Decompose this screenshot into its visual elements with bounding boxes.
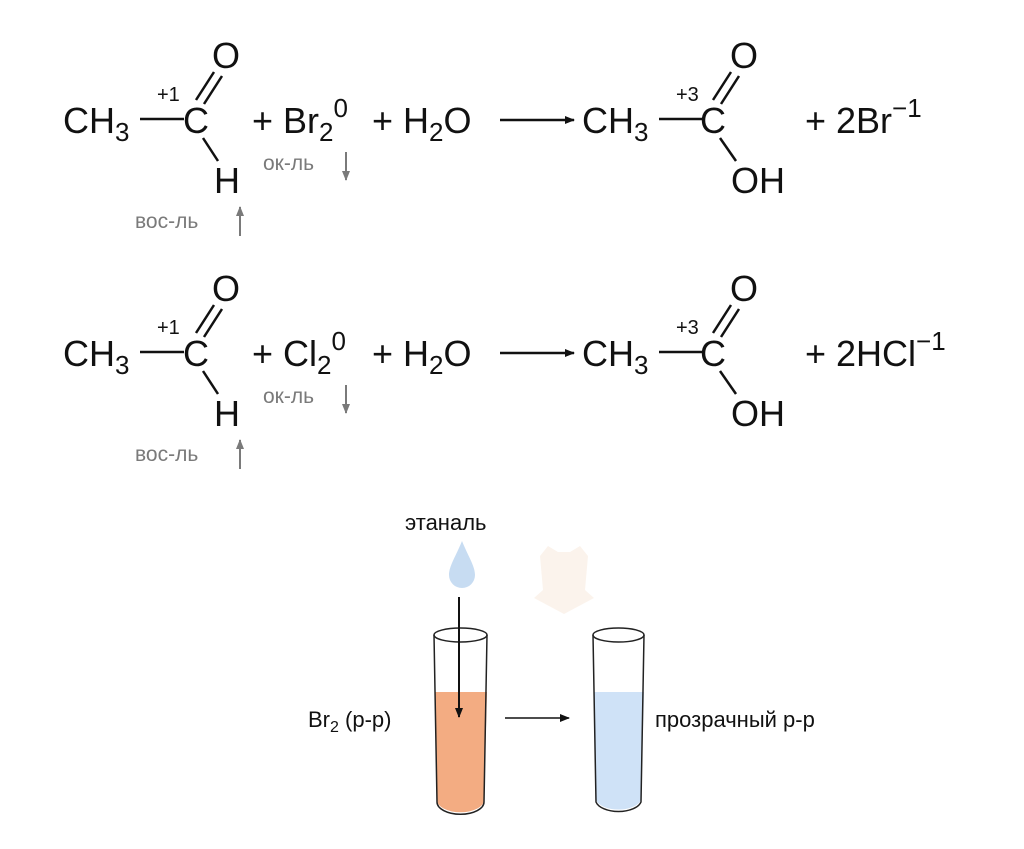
equation-2: CH3 +1 C O H вос-ль + Cl20 ок-ль + H2O C… (63, 268, 946, 469)
drop-icon (449, 541, 475, 588)
double-bond (711, 71, 733, 101)
test-tube-2-rim (592, 627, 645, 643)
oxygen-atom: O (730, 268, 758, 309)
hydrogen-atom: H (214, 393, 240, 434)
double-bond (711, 304, 733, 334)
reducer-label: вос-ль (135, 210, 198, 233)
double-bond-line (202, 308, 224, 338)
test-tube-2 (592, 634, 645, 813)
carbon-atom: C (183, 100, 209, 141)
double-bond (194, 304, 216, 334)
bromine-solution (435, 692, 487, 813)
hydroxyl: OH (731, 393, 785, 434)
carbon-atom: C (700, 333, 726, 374)
oxidation-state: +3 (676, 317, 699, 339)
byproduct: + 2HCl−1 (805, 326, 946, 374)
oxidation-state: +3 (676, 84, 699, 106)
test-tube-1-rim (433, 627, 488, 643)
double-bond-line (719, 308, 741, 338)
test-tube-1 (433, 634, 488, 815)
water: + H2O (372, 333, 472, 380)
equation-1: CH3 +1 C O H вос-ль + Br20 ок-ль + H2O C… (63, 35, 922, 236)
oxidizer-label: ок-ль (263, 152, 314, 175)
tube2-label: прозрачный р-р (655, 707, 815, 732)
byproduct: + 2Br−1 (805, 93, 922, 141)
hydrogen-atom: H (214, 160, 240, 201)
double-bond (194, 71, 216, 101)
clear-solution (594, 692, 644, 810)
acid-ch3: CH3 (582, 100, 648, 147)
carbon-atom: C (183, 333, 209, 374)
double-bond-line (202, 75, 224, 105)
experiment: этаналь Br2 (р-р) прозрачный р-р (308, 510, 815, 815)
oxygen-atom: O (212, 268, 240, 309)
water: + H2O (372, 100, 472, 147)
reagent: + Cl20 (252, 326, 346, 380)
oxygen-atom: O (730, 35, 758, 76)
oxidation-state: +1 (157, 317, 180, 339)
oxidation-state: +1 (157, 84, 180, 106)
aldehyde-ch3: CH3 (63, 333, 129, 380)
drop-label: этаналь (405, 510, 487, 535)
acid-ch3: CH3 (582, 333, 648, 380)
double-bond-line (719, 75, 741, 105)
c-oh-bond (718, 137, 738, 162)
reagent: + Br20 (252, 93, 348, 147)
reducer-label: вос-ль (135, 443, 198, 466)
c-oh-bond (718, 370, 738, 395)
hydroxyl: OH (731, 160, 785, 201)
carbon-atom: C (700, 100, 726, 141)
tube1-label: Br2 (р-р) (308, 707, 391, 736)
oxidizer-label: ок-ль (263, 385, 314, 408)
bear-watermark-icon (534, 546, 594, 614)
ch-bond (201, 370, 220, 395)
aldehyde-ch3: CH3 (63, 100, 129, 147)
oxygen-atom: O (212, 35, 240, 76)
ch-bond (201, 137, 220, 162)
